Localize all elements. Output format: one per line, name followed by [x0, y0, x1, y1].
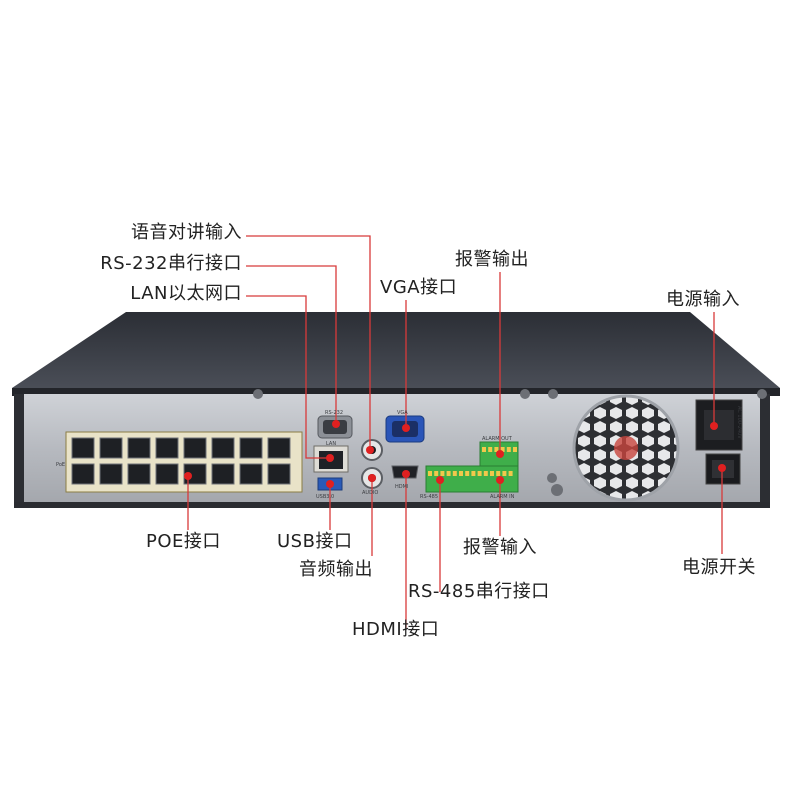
label-voice-input: 语音对讲输入	[131, 222, 242, 243]
fan-grille	[572, 394, 680, 502]
label-hdmi: HDMI接口	[352, 619, 440, 640]
label-alarm-in: 报警输入	[463, 537, 537, 558]
label-alarm-out: 报警输出	[455, 249, 529, 270]
label-power-switch: 电源开关	[682, 557, 756, 578]
terminal-pin	[477, 471, 482, 476]
poe-rj45-port	[127, 437, 151, 459]
label-rs232: RS-232串行接口	[100, 253, 242, 274]
poe-rj45-port	[71, 437, 95, 459]
terminal-pin	[488, 447, 493, 452]
port-markers	[184, 420, 726, 488]
terminal-pin	[428, 471, 432, 476]
terminal-pin	[482, 447, 486, 452]
silkscreen-hdmi: HDMI	[395, 484, 408, 490]
label-audio-out: 音频输出	[299, 559, 373, 580]
poe-rj45-port	[239, 463, 263, 485]
terminal-pin	[465, 471, 470, 476]
poe-rj45-port	[155, 437, 179, 459]
label-poe: POE接口	[146, 531, 221, 552]
poe-rj45-port	[183, 437, 207, 459]
terminal-pin	[446, 471, 451, 476]
poe-rj45-port	[155, 463, 179, 485]
label-rs485: RS-485串行接口	[408, 581, 550, 602]
label-power-input: 电源输入	[666, 289, 740, 310]
terminal-pin	[500, 447, 505, 452]
terminal-pin	[434, 471, 439, 476]
terminal-pin	[490, 471, 494, 476]
poe-rj45-port	[239, 437, 263, 459]
label-usb: USB接口	[277, 531, 353, 552]
poe-rj45-port	[211, 463, 235, 485]
chassis-top	[12, 312, 780, 396]
silkscreen-alarm-in: ALARM IN	[490, 494, 515, 500]
silkscreen-rs232: RS-232	[325, 410, 343, 416]
label-vga: VGA接口	[380, 277, 458, 298]
terminal-pin	[452, 471, 457, 476]
poe-rj45-port	[267, 437, 291, 459]
silkscreen-vga: VGA	[397, 410, 408, 416]
poe-rj45-port	[99, 437, 123, 459]
terminal-pin	[508, 471, 513, 476]
poe-rj45-port	[211, 437, 235, 459]
leader-lines	[187, 235, 723, 628]
poe-rj45-port	[267, 463, 291, 485]
silkscreen-rs485: RS-485	[420, 494, 438, 500]
silkscreen-lan: LAN	[326, 441, 336, 447]
silkscreen-poe: PoE	[56, 462, 65, 468]
poe-rj45-port	[71, 463, 95, 485]
power-inlet	[695, 399, 743, 451]
terminal-pin	[459, 471, 463, 476]
terminal-pin	[496, 471, 501, 476]
terminal-pin	[483, 471, 488, 476]
poe-port-block	[65, 431, 303, 493]
terminal-pin	[440, 471, 445, 476]
terminal-pin	[494, 447, 499, 452]
terminal-pin	[506, 447, 511, 452]
terminal-pin	[513, 447, 517, 452]
poe-rj45-port	[127, 463, 151, 485]
silkscreen-usb: USB3.0	[316, 494, 334, 500]
terminal-pin	[471, 471, 476, 476]
silkscreen-power: AC 100-240V	[736, 406, 742, 439]
poe-rj45-port	[99, 463, 123, 485]
terminal-pin	[502, 471, 507, 476]
silkscreen-alarm-out: ALARM OUT	[482, 436, 513, 442]
label-lan: LAN以太网口	[130, 283, 242, 304]
panel-screws	[253, 389, 767, 496]
silkscreen-audio: AUDIO	[362, 490, 378, 496]
